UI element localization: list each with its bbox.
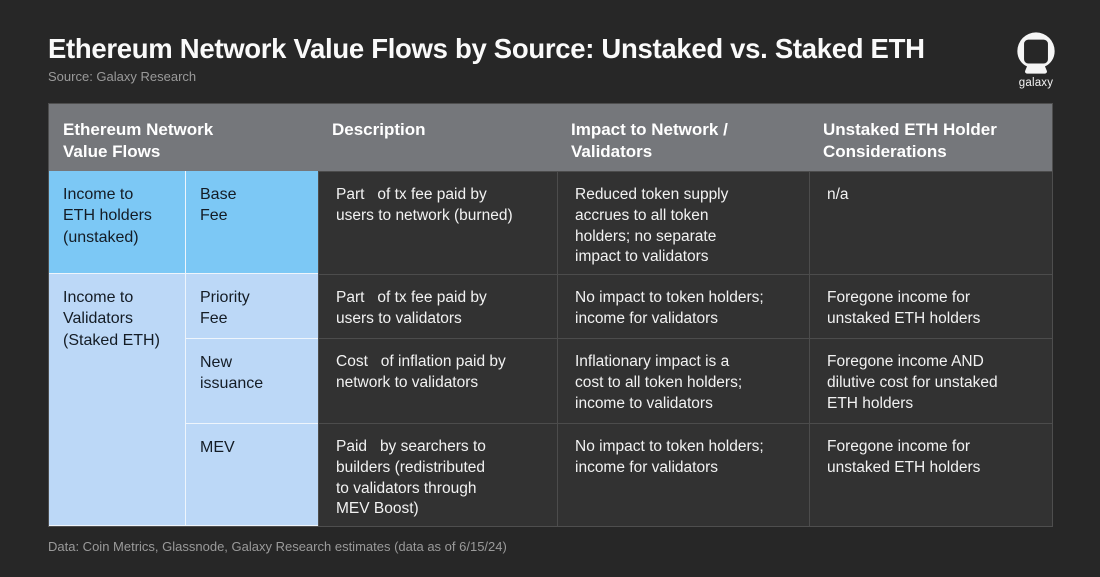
data-attribution: Data: Coin Metrics, Glassnode, Galaxy Re… bbox=[48, 539, 507, 554]
priority-fee-impact: No impact to token holders; income for v… bbox=[557, 274, 809, 338]
label-priority-fee: Priority Fee bbox=[186, 274, 318, 338]
base-fee-considerations: n/a bbox=[809, 171, 1052, 274]
new-issuance-impact: Inflationary impact is a cost to all tok… bbox=[557, 338, 809, 423]
label-mev: MEV bbox=[186, 423, 318, 526]
galaxy-wordmark: galaxy bbox=[1018, 77, 1054, 89]
group-income-validators: Income to Validators (Staked ETH) bbox=[49, 274, 186, 526]
new-issuance-considerations: Foregone income AND dilutive cost for un… bbox=[809, 338, 1052, 423]
header-considerations: Unstaked ETH Holder Considerations bbox=[809, 104, 1052, 171]
label-new-issuance: New issuance bbox=[186, 338, 318, 423]
priority-fee-description: Part of tx fee paid by users to validato… bbox=[318, 274, 557, 338]
mev-impact: No impact to token holders; income for v… bbox=[557, 423, 809, 526]
mev-considerations: Foregone income for unstaked ETH holders bbox=[809, 423, 1052, 526]
header-description: Description bbox=[318, 104, 557, 171]
new-issuance-description: Cost of inflation paid by network to val… bbox=[318, 338, 557, 423]
base-fee-description: Part of tx fee paid by users to network … bbox=[318, 171, 557, 274]
label-base-fee: Base Fee bbox=[186, 171, 318, 274]
mev-description: Paid by searchers to builders (redistrib… bbox=[318, 423, 557, 526]
galaxy-helmet-icon bbox=[1017, 32, 1055, 74]
base-fee-impact: Reduced token supply accrues to all toke… bbox=[557, 171, 809, 274]
page-title: Ethereum Network Value Flows by Source: … bbox=[48, 33, 925, 64]
priority-fee-considerations: Foregone income for unstaked ETH holders bbox=[809, 274, 1052, 338]
source-attribution: Source: Galaxy Research bbox=[48, 69, 197, 84]
galaxy-logo: galaxy bbox=[1008, 31, 1064, 89]
group-income-eth-holders: Income to ETH holders (unstaked) bbox=[49, 171, 186, 274]
value-flows-table: Ethereum Network Value Flows Description… bbox=[48, 103, 1053, 527]
header-impact: Impact to Network / Validators bbox=[557, 104, 809, 171]
header-value-flows: Ethereum Network Value Flows bbox=[49, 104, 318, 171]
